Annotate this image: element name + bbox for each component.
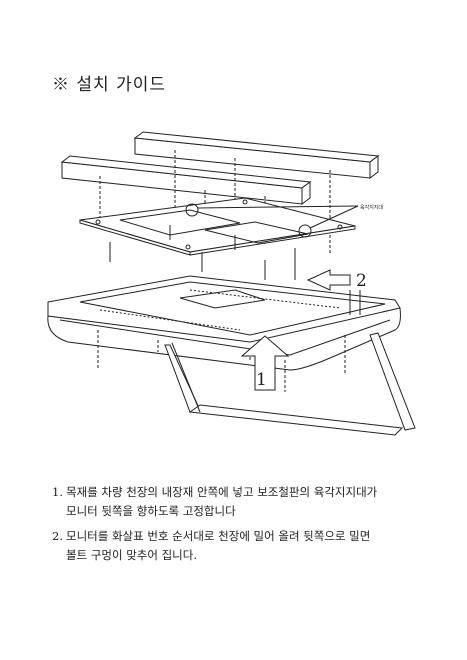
bolts bbox=[109, 225, 296, 280]
wood-plank-front bbox=[60, 155, 312, 205]
monitor-housing bbox=[47, 275, 401, 371]
step-text: 볼트 구멍이 맞추어 집니다. bbox=[66, 548, 198, 562]
screen-frame bbox=[164, 332, 416, 436]
step-text: 모니터 뒷쪽을 향하도록 고정합니다 bbox=[66, 504, 236, 518]
step-text: 목재를 차량 천장의 내장재 안쪽에 넣고 보조철판의 육각지지대가 bbox=[66, 485, 378, 499]
step-number: 1. bbox=[52, 485, 63, 499]
step-number: 2. bbox=[52, 529, 63, 543]
push-back-arrow bbox=[306, 269, 351, 291]
page-title: ※ 설치 가이드 bbox=[52, 75, 167, 95]
wood-plank-back bbox=[133, 131, 380, 179]
reinforcement-plate bbox=[79, 197, 356, 256]
step-item: 1. 목재를 차량 천장의 내장재 안쪽에 넣고 보조철판의 육각지지대가 모니… bbox=[52, 483, 452, 521]
step-text: 모니터를 화살표 번호 순서대로 천장에 밀어 올려 뒷쪽으로 밀면 bbox=[66, 529, 371, 543]
instruction-steps: 1. 목재를 차량 천장의 내장재 안쪽에 넣고 보조철판의 육각지지대가 모니… bbox=[52, 483, 452, 571]
step-item: 2. 모니터를 화살표 번호 순서대로 천장에 밀어 올려 뒷쪽으로 밀면 볼트… bbox=[52, 527, 452, 565]
installation-diagram: 육각지지대 1 2 bbox=[47, 131, 416, 436]
push-up-arrow bbox=[240, 335, 290, 391]
arrow-2-label: 2 bbox=[356, 271, 367, 291]
hex-support-label: 육각지지대 bbox=[360, 204, 383, 211]
arrow-1-label: 1 bbox=[256, 370, 267, 390]
